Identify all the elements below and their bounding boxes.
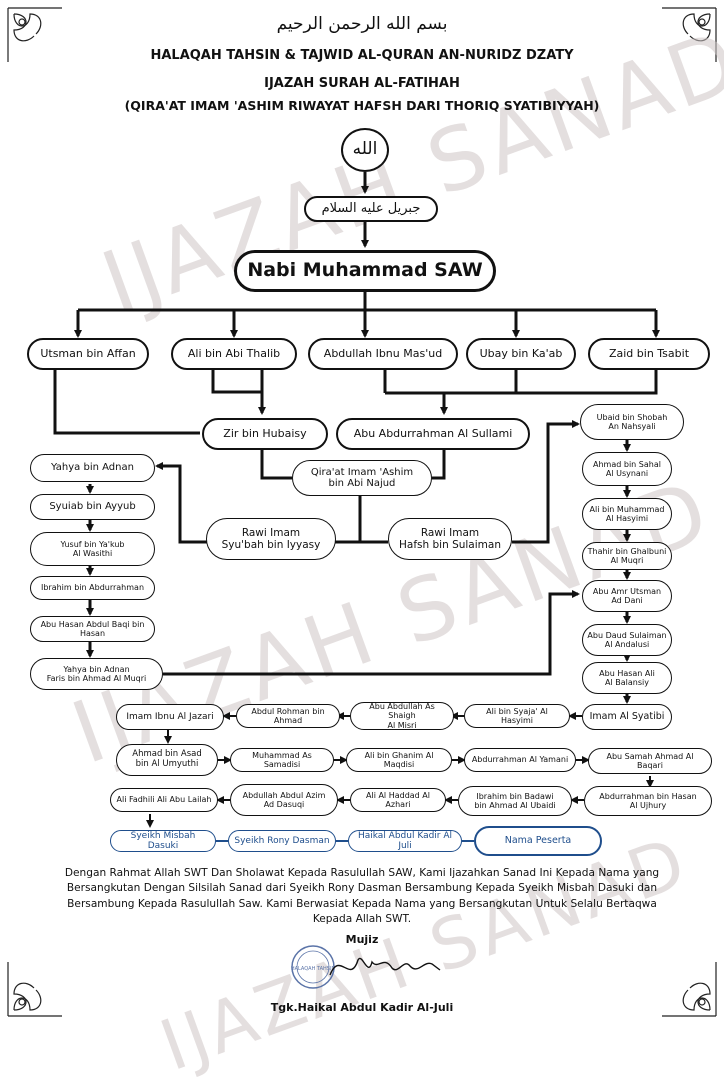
basmala: بسم الله الرحمن الرحيم [276,14,448,34]
row1-abu-abdullah: Abu Abdullah As Shaigh Al Misri [350,702,454,730]
signature-scribble [329,957,441,976]
row4-nama-peserta: Nama Peserta [474,826,602,856]
row1-abdul-rohman: Abdul Rohman bin Ahmad [236,704,340,728]
institution-name: HALAQAH TAHSIN & TAJWID AL-QURAN AN-NURI… [150,48,574,63]
right-ali-muhammad: Ali bin Muhammad Al Hasyimi [582,498,672,530]
left-yahya-adnan: Yahya bin Adnan [30,454,155,482]
right-abu-amr: Abu Amr Utsman Ad Dani [582,580,672,612]
svg-text:HALAQAH TAHSIN: HALAQAH TAHSIN [291,966,336,972]
sahabah-zaid: Zaid bin Tsabit [588,338,710,370]
row4-misbah-dasuki: Syeikh Misbah Dasuki [110,830,216,852]
sahabah-ali: Ali bin Abi Thalib [171,338,297,370]
row3-haddad: Ali Al Haddad Al Azhari [350,788,446,812]
row2-yamani: Abdurrahman Al Yamani [464,748,576,772]
certificate-title: IJAZAH SURAH AL-FATIHAH [264,76,460,91]
certificate-frame [7,7,717,1017]
rawi-hafsh: Rawi Imam Hafsh bin Sulaiman [388,518,512,560]
nabi-muhammad-node: Nabi Muhammad SAW [234,250,496,292]
signature-block: HALAQAH TAHSIN [291,945,441,989]
right-ahmad-sahal: Ahmad bin Sahal Al Usynani [582,452,672,486]
row3-abu-lailah: Ali Fadhili Ali Abu Lailah [110,788,218,812]
left-abu-hasan-abdul-baqi: Abu Hasan Abdul Baqi bin Hasan [30,616,155,642]
ijazah-statement: Dengan Rahmat Allah SWT Dan Sholawat Kep… [64,867,660,926]
signer-name: Tgk.Haikal Abdul Kadir Al-Juli [270,1001,454,1014]
row3-ujhury: Abdurrahman bin Hasan Al Ujhury [584,786,712,816]
chain-connectors [53,172,660,842]
row3-dasuqi: Abdullah Abdul Azim Ad Dasuqi [230,784,338,816]
certificate-subtitle: (QIRA'AT IMAM 'ASHIM RIWAYAT HAFSH DARI … [124,98,600,113]
jibril-node: جبريل عليه السلام [304,196,438,222]
right-thahir: Thahir bin Ghalbuni Al Muqri [582,542,672,570]
allah-node: الله [341,128,389,172]
right-imam-syatibi: Imam Al Syatibi [582,704,672,730]
row4-haikal: Haikal Abdul Kadir Al Juli [348,830,462,852]
institution-stamp: HALAQAH TAHSIN [291,945,336,989]
row1-ali-syaja: Ali bin Syaja' Al Hasyimi [464,704,570,728]
right-ubaid: Ubaid bin Shobah An Nahsyali [580,404,684,440]
left-yusuf: Yusuf bin Ya'kub Al Wasithi [30,532,155,566]
left-yahya-faris: Yahya bin Adnan Faris bin Ahmad Al Muqri [30,658,163,690]
rawi-shubah: Rawi Imam Syu'bah bin Iyyasy [206,518,336,560]
qari-ashim: Qira'at Imam 'Ashim bin Abi Najud [292,460,432,496]
sahabah-utsman: Utsman bin Affan [27,338,149,370]
row1-ibnu-jazari: Imam Ibnu Al Jazari [116,704,224,730]
sahabah-ibnu-masud: Abdullah Ibnu Mas'ud [308,338,458,370]
row2-ali-ghanim: Ali bin Ghanim Al Maqdisi [346,748,452,772]
row4-rony-dasman: Syeikh Rony Dasman [228,830,336,852]
left-syuiab: Syuiab bin Ayyub [30,494,155,520]
mujiz-label: Mujiz [345,933,379,946]
right-abu-daud: Abu Daud Sulaiman Al Andalusi [582,624,672,656]
row2-ahmad-asad: Ahmad bin Asad bin Al Umyuthi [116,744,218,776]
tabiin-zir: Zir bin Hubaisy [202,418,328,450]
left-ibrahim: Ibrahim bin Abdurrahman [30,576,155,600]
row2-samadisi: Muhammad As Samadisi [230,748,334,772]
sahabah-ubay: Ubay bin Ka'ab [466,338,576,370]
tabiin-sullami: Abu Abdurrahman Al Sullami [336,418,530,450]
right-abu-hasan-ali: Abu Hasan Ali Al Balansiy [582,662,672,694]
row3-ibrahim-badawi: Ibrahim bin Badawi bin Ahmad Al Ubaidi [458,786,572,816]
row2-abu-samah: Abu Samah Ahmad Al Baqari [588,748,712,774]
